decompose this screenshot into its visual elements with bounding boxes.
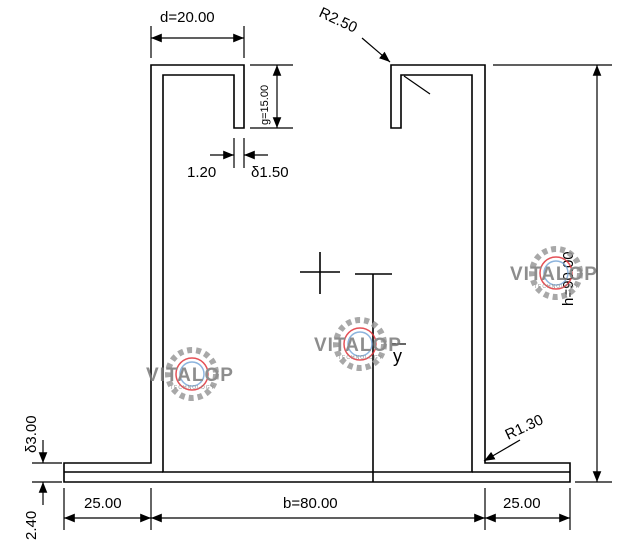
dim-radius-bottom: R1.30: [483, 411, 546, 462]
dim-d: d=20.00: [150, 9, 245, 58]
watermark-brand-center: VITALOP: [314, 335, 402, 356]
watermark-sub-center: TECHNOLOGY: [338, 355, 383, 361]
watermark-brand: VITALOP: [146, 365, 234, 386]
watermark-gear-icon-right: [529, 246, 583, 300]
dim-right-flange-label: 25.00: [503, 495, 541, 512]
dim-radius-top-leader: [361, 37, 391, 63]
dim-flange-label: δ3.00: [23, 415, 40, 453]
dim-bottom: 25.00 b=80.00 25.00: [63, 488, 571, 530]
watermark-sub-right: TECHNOLOGY: [534, 284, 579, 290]
axis-y-label: y: [393, 346, 402, 366]
watermark-left: VITALOP TECHNOLOGY: [146, 347, 234, 401]
watermark-brand-right: VITALOP: [510, 264, 598, 285]
dim-d-label: d=20.00: [160, 9, 215, 26]
dim-g: g=15.00: [250, 64, 293, 129]
dim-base-label: 2.40: [23, 511, 40, 540]
watermark-gear-icon-center: [333, 317, 387, 371]
dim-lip-thickness: 1.20 δ1.50: [187, 138, 289, 181]
watermark-gear-icon: [165, 347, 219, 401]
dim-left-flange-label: 25.00: [84, 495, 122, 512]
watermark-right: VITALOP TECHNOLOGY: [510, 246, 598, 300]
profile-outer-contour: [63, 64, 571, 483]
profile-outline: [63, 64, 571, 483]
dim-g-label: g=15.00: [259, 85, 271, 125]
watermark-sub: TECHNOLOGY: [170, 385, 215, 391]
centroid-marks: y: [300, 252, 406, 482]
dim-base-thickness: 2.40: [23, 481, 62, 540]
watermark-center: VITALOP TECHNOLOGY: [314, 317, 402, 371]
dim-radius-bottom-leader: [483, 439, 521, 462]
dim-flange-thickness: δ3.00: [23, 415, 62, 464]
dim-radius-top-tail: [403, 75, 431, 95]
dim-radius-top: R2.50: [316, 4, 431, 95]
dim-lip-label-1: 1.20: [187, 164, 216, 181]
dim-radius-bottom-label: R1.30: [503, 411, 546, 443]
dim-radius-top-label: R2.50: [316, 4, 359, 36]
dim-b-label: b=80.00: [283, 495, 338, 512]
dim-lip-label-2: δ1.50: [251, 164, 289, 181]
